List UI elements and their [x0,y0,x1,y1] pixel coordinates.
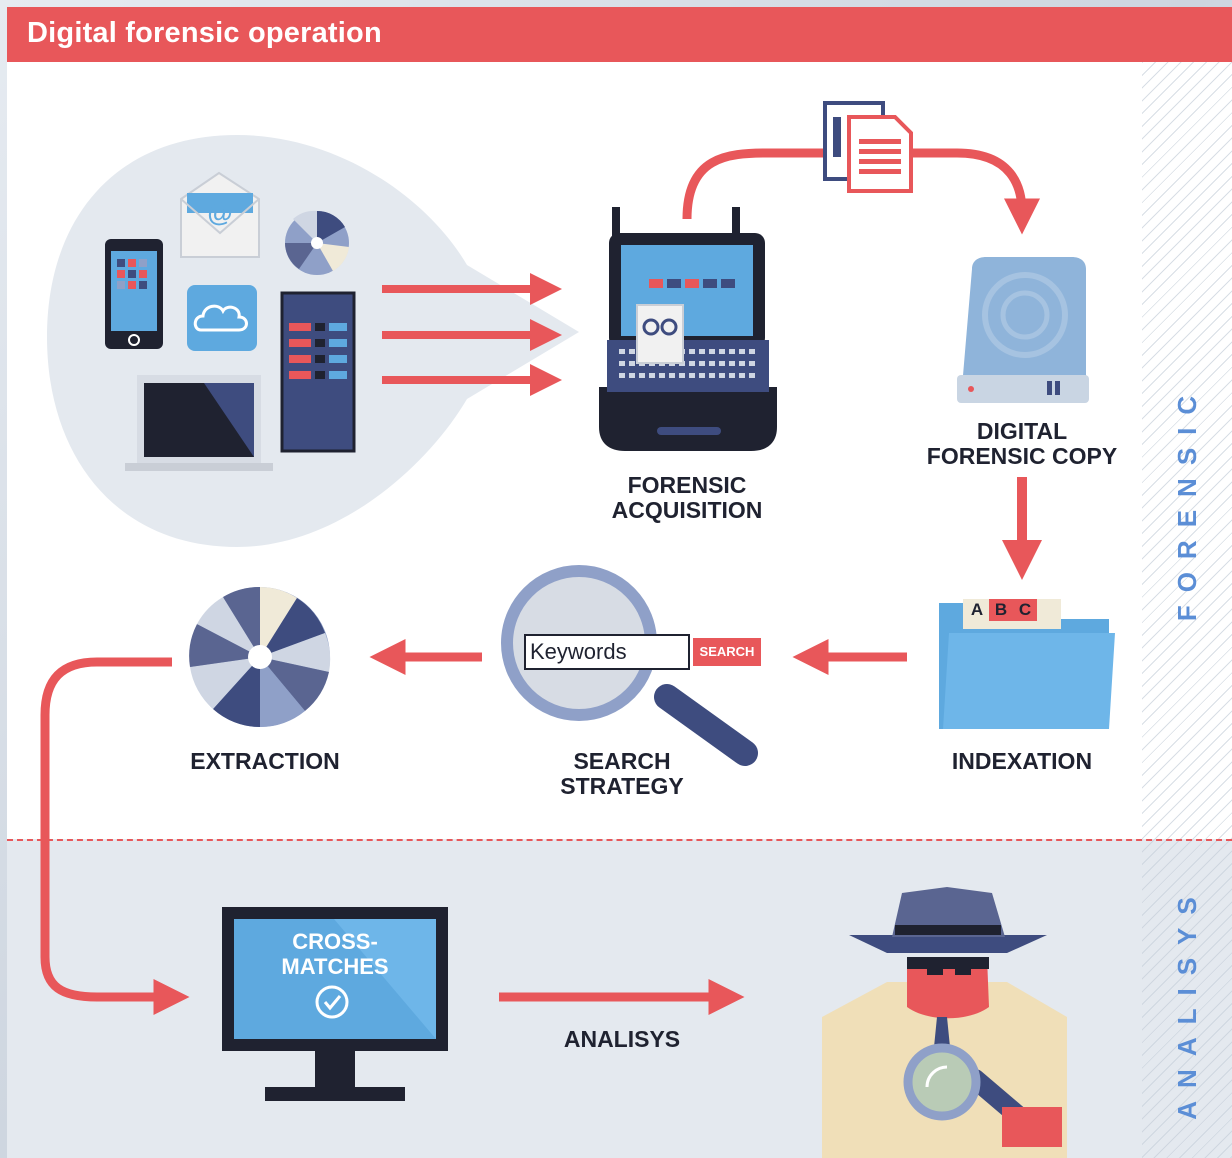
step-label-acquisition: FORENSIC ACQUISITION [611,472,763,523]
page-title: Digital forensic operation [27,17,382,49]
search-input-text: Keywords [530,639,627,664]
monitor-label: CROSS- MATCHES [281,929,389,979]
disc-icon [189,586,331,728]
step-label-extraction: EXTRACTION [190,748,340,774]
magnifier-icon [501,565,758,766]
step-label-search: SEARCH STRATEGY [560,748,684,799]
cd-icon [285,210,349,275]
diagram-art: @ [40,101,1115,1158]
diagram-panel: Digital forensic operation [7,7,1232,1158]
folder-icon [939,599,1115,729]
copy-arrow [682,148,1040,235]
cloud-icon [187,285,257,351]
monitor-icon [222,907,448,1101]
step-label-indexation: INDEXATION [951,748,1093,774]
documents-icon [823,101,913,193]
laptop-icon [125,375,273,471]
arrow-extraction-to-monitor [40,657,190,1015]
step-label-copy: DIGITAL FORENSIC COPY [926,418,1118,469]
side-label-analysis: ANALISYS [1172,884,1202,1120]
search-button: SEARCH [693,638,761,666]
input-arrows [382,273,562,396]
folder-tab-c: C [1018,600,1032,619]
folder-tab-a: A [970,600,984,619]
header-bar: Digital forensic operation [7,7,1232,62]
smartphone-icon [105,239,163,349]
forensic-acquisition-device [599,207,777,451]
side-stripes [1142,62,1232,1158]
analysis-arrow-label: ANALISYS [563,1026,681,1052]
folder-tab-b: B [994,600,1008,619]
side-label-forensic: FORENSIC [1172,382,1202,622]
detective-icon [822,887,1067,1158]
server-icon [280,291,356,453]
email-icon: @ [180,171,260,258]
section-divider [7,839,1232,841]
hard-drive-icon [957,257,1089,403]
svg-text:@: @ [207,197,232,227]
